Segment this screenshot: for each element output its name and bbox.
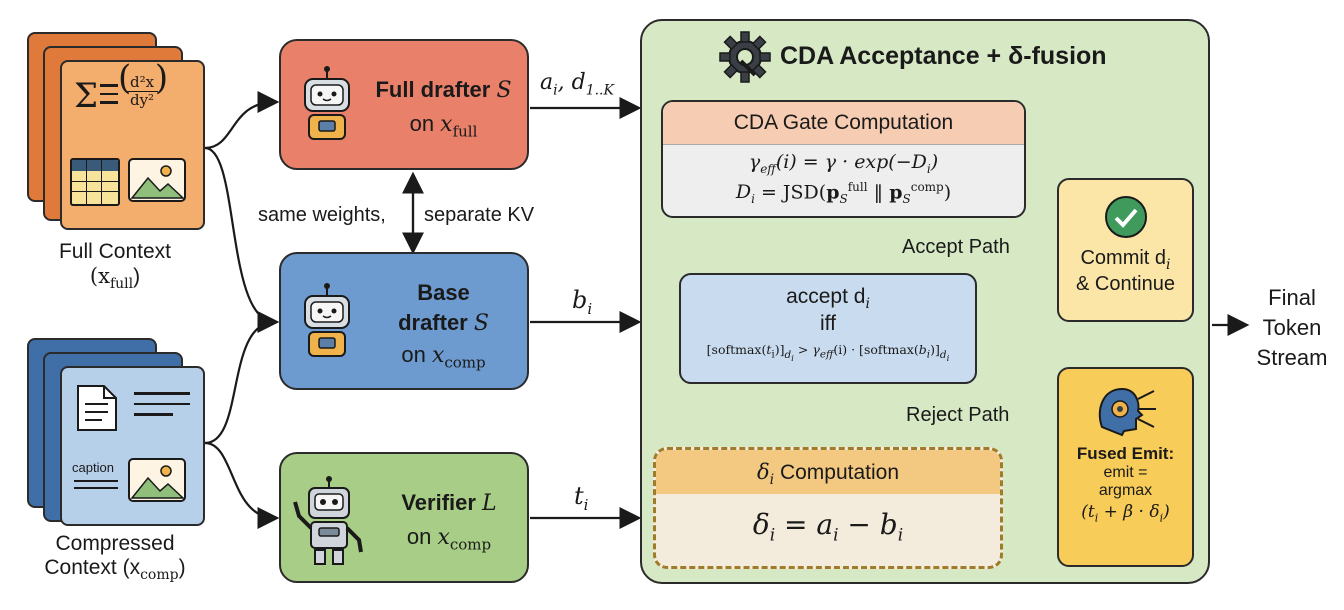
final-output-label: Final Token Stream [1256,285,1328,370]
full-context-page-front: Σ ( d²x dy² ) [60,60,205,230]
fusion-head-icon [1098,387,1156,437]
gate-equation-2: Di = JSD(pSfull ‖ pScomp) [735,179,952,206]
delta-title: δi Computation [656,450,1000,494]
robot-icon [304,283,350,357]
gate-box: CDA Gate Computation γeff(i) = γ · exp(−… [661,100,1026,218]
base-drafter-box: Base drafter S on xcomp [279,252,529,390]
caption-lines [74,480,118,489]
gate-equation-1: γeff(i) = γ · exp(−Di) [748,151,939,176]
reject-path-label: Reject Path [906,404,1010,426]
edge-label-t: ti [574,482,589,514]
table-icon [70,158,120,206]
edge-comp-to-verifier [204,441,280,529]
derivative-formula: ( d²x dy² ) [118,58,169,109]
comp-context-label: Compressed Context (xcomp) [44,532,186,584]
panel-title: CDA Acceptance + δ-fusion [780,42,1107,70]
verifier-subtitle: on xcomp [406,524,492,554]
robot-icon [304,66,350,140]
lines-icon [100,84,118,104]
full-context-label: Full Context (xfull) [58,240,172,293]
fused-formula: (ti + β · δi) [1081,502,1170,525]
delta-equation: δi = ai − bi [752,508,904,546]
image-icon [128,458,186,502]
edge-label-a-d: ai, d1..K [540,70,614,99]
gear-icon [719,31,771,83]
sigma-icon: Σ [74,76,99,116]
delta-box: δi Computation δi = ai − bi [653,447,1003,569]
shared-weights-label: same weights, [258,204,386,226]
fused-box: Fused Emit: emit = argmax (ti + β · δi) [1057,367,1194,567]
base-drafter-subtitle: on xcomp [401,342,486,372]
base-drafter-title: Base drafter S [398,280,489,336]
accept-box: accept di iff [softmax(ti)]di > γeff(i) … [679,273,977,384]
robot-arm-icon [293,476,363,565]
verifier-title: Verifier L [401,490,497,516]
note-icon [77,385,117,431]
separate-kv-label: separate KV [424,204,535,226]
accept-path-label: Accept Path [902,236,1010,258]
caption-text: caption [72,460,114,475]
check-icon [1104,196,1147,238]
image-icon [128,158,186,202]
accept-condition: [softmax(ti)]di > γeff(i) · [softmax(bi)… [706,342,950,364]
full-drafter-title: Full drafter S [375,77,512,103]
full-drafter-box: Full drafter S on xfull [279,39,529,170]
full-drafter-subtitle: on xfull [409,111,478,141]
gate-title: CDA Gate Computation [663,102,1024,145]
edge-full-to-base-drafter [204,146,280,333]
commit-box: Commit di & Continue [1057,178,1194,322]
edge-comp-to-base-drafter [204,320,276,445]
verifier-box: Verifier L on xcomp [279,452,529,583]
edge-label-b: bi [572,286,593,318]
text-lines-icon [134,392,190,416]
edge-full-to-full-drafter [204,91,280,150]
comp-context-page-front: caption [60,366,205,526]
